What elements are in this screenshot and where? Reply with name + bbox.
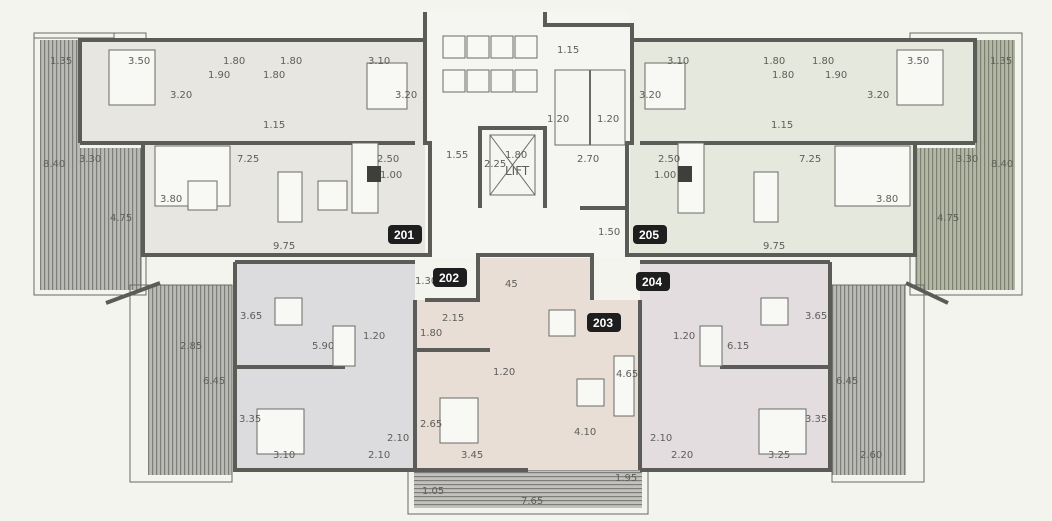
dim: 1.80 — [772, 70, 794, 81]
dim: 1.00 — [380, 170, 402, 181]
dimensions-core: 1.15 1.20 1.20 2.70 1.50 1.55 1.80 2.25 — [446, 45, 620, 238]
dim: 2.10 — [368, 450, 390, 461]
balcony-201 — [33, 32, 147, 296]
dim: 3.65 — [240, 311, 262, 322]
dim: 9.75 — [763, 241, 785, 252]
lift-label: LIFT — [505, 164, 530, 178]
dim: 2.70 — [577, 154, 599, 165]
dim: 2.65 — [420, 419, 442, 430]
dim: 2.10 — [650, 433, 672, 444]
dim: 3.30 — [956, 154, 978, 165]
unit-label-204[interactable]: 204 — [636, 272, 670, 291]
dimensions-201: 1.35 3.50 1.80 1.80 3.10 1.90 1.80 3.20 … — [43, 56, 417, 252]
dim: 6.45 — [836, 376, 858, 387]
dim: 3.80 — [876, 194, 898, 205]
dim: 8.40 — [43, 159, 65, 170]
dim: 1.00 — [654, 170, 676, 181]
dim: 8.40 — [991, 159, 1013, 170]
dim: 1.20 — [493, 367, 515, 378]
dim: 2.15 — [442, 313, 464, 324]
dimensions-203: 2.15 1.80 1.20 2.65 3.45 4.10 4.65 1.95 … — [420, 279, 638, 507]
dim: 7.25 — [799, 154, 821, 165]
dim: 1.55 — [446, 150, 468, 161]
dim: 1.80 — [812, 56, 834, 67]
dim: 6.45 — [203, 376, 225, 387]
staircase — [554, 69, 626, 146]
svg-text:205: 205 — [639, 228, 659, 242]
dim: 1.50 — [598, 227, 620, 238]
svg-text:204: 204 — [642, 275, 662, 289]
unit-203-kitchen — [480, 258, 592, 303]
dim: 1.35 — [990, 56, 1012, 67]
dim: 1.20 — [673, 331, 695, 342]
balcony-202 — [105, 281, 233, 483]
svg-text:201: 201 — [394, 228, 414, 242]
dim: 5.90 — [312, 341, 334, 352]
dim: 3.30 — [79, 154, 101, 165]
dim: 2.50 — [658, 154, 680, 165]
dim: 1.80 — [420, 328, 442, 339]
dim: 3.35 — [805, 414, 827, 425]
dim: 1.80 — [223, 56, 245, 67]
dim: 2.10 — [387, 433, 409, 444]
dim: 1.80 — [263, 70, 285, 81]
dim: 2.60 — [860, 450, 882, 461]
unit-label-203[interactable]: 203 — [587, 313, 621, 332]
dim: 1.95 — [615, 473, 637, 484]
dim: 3.65 — [805, 311, 827, 322]
dim: 3.10 — [273, 450, 295, 461]
dim: 1.80 — [505, 150, 527, 161]
dim: 1.20 — [363, 331, 385, 342]
dim: 9.75 — [273, 241, 295, 252]
unit-label-201[interactable]: 201 — [388, 225, 422, 244]
dim: 4.75 — [937, 213, 959, 224]
balcony-205 — [909, 32, 1023, 296]
dim: 3.20 — [867, 90, 889, 101]
dim: 6.15 — [727, 341, 749, 352]
furniture — [108, 49, 944, 455]
dim: 2.85 — [180, 341, 202, 352]
dim: 45 — [505, 279, 518, 290]
svg-text:203: 203 — [593, 316, 613, 330]
dim: 1.90 — [208, 70, 230, 81]
dim: 3.10 — [667, 56, 689, 67]
dim: 1.05 — [422, 486, 444, 497]
lift-shaft: LIFT — [489, 134, 536, 196]
dim: 1.90 — [825, 70, 847, 81]
dim: 3.50 — [907, 56, 929, 67]
dim: 1.15 — [771, 120, 793, 131]
dim: 3.50 — [128, 56, 150, 67]
dim: 1.15 — [557, 45, 579, 56]
dim: 1.20 — [597, 114, 619, 125]
dim: 3.20 — [170, 90, 192, 101]
dim: 3.45 — [461, 450, 483, 461]
dim: 3.10 — [368, 56, 390, 67]
dimensions-204: 1.20 6.15 3.65 6.45 3.35 3.25 2.60 2.10 … — [650, 311, 882, 461]
dim: 2.25 — [484, 159, 506, 170]
dim: 4.10 — [574, 427, 596, 438]
dim: 1.30 — [415, 276, 437, 287]
dim: 3.20 — [395, 90, 417, 101]
dim: 7.25 — [237, 154, 259, 165]
dim: 4.75 — [110, 213, 132, 224]
dim: 3.80 — [160, 194, 182, 205]
dim: 1.80 — [280, 56, 302, 67]
dim: 3.25 — [768, 450, 790, 461]
svg-text:202: 202 — [439, 271, 459, 285]
dim: 2.50 — [377, 154, 399, 165]
unit-label-205[interactable]: 205 — [633, 225, 667, 244]
dim: 1.80 — [763, 56, 785, 67]
dim: 7.65 — [521, 496, 543, 507]
dim: 1.20 — [547, 114, 569, 125]
dimensions-202: 1.30 3.65 1.20 5.90 2.85 6.45 3.35 3.10 … — [180, 276, 437, 461]
dim: 2.20 — [671, 450, 693, 461]
unit-label-202[interactable]: 202 — [433, 268, 467, 287]
dim: 1.35 — [50, 56, 72, 67]
dim: 1.15 — [263, 120, 285, 131]
dim: 3.20 — [639, 90, 661, 101]
parking-grid — [442, 35, 538, 93]
dim: 4.65 — [616, 369, 638, 380]
dim: 3.35 — [239, 414, 261, 425]
dimensions-205: 3.10 1.80 1.80 1.80 1.90 3.20 3.20 1.15 … — [639, 56, 1013, 252]
